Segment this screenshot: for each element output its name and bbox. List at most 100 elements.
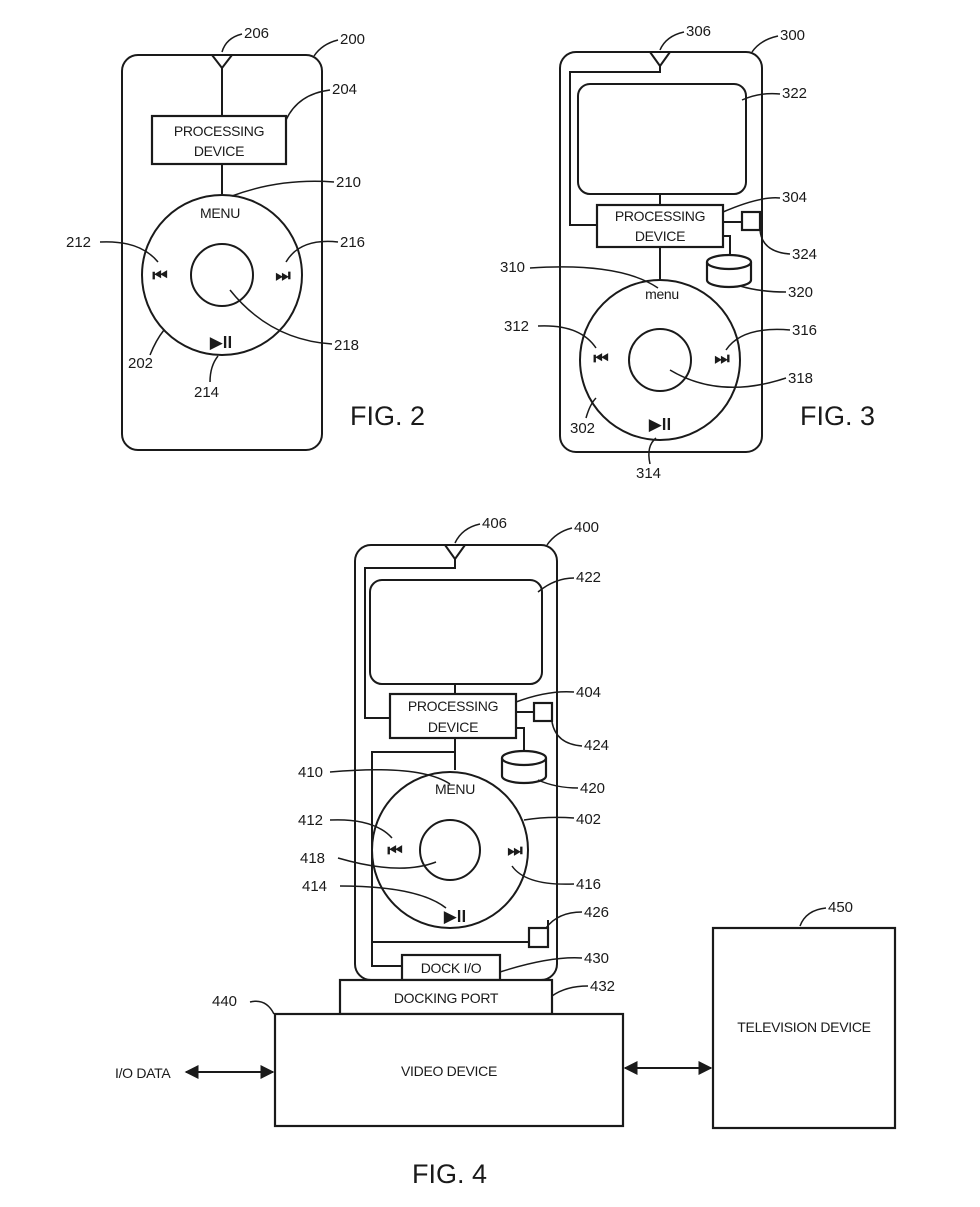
menu-button-410-label: MENU — [435, 781, 475, 797]
video-device-440-label: VIDEO DEVICE — [401, 1063, 497, 1079]
device-300-housing — [559, 51, 763, 453]
leader-304 — [722, 197, 781, 213]
leader-418 — [337, 857, 437, 869]
leader-306 — [659, 31, 685, 51]
ref-316: 316 — [792, 322, 817, 339]
dock-io-430-label: DOCK I/O — [421, 960, 482, 976]
component-324 — [740, 210, 762, 232]
ref-212: 212 — [66, 234, 91, 251]
ref-450: 450 — [828, 899, 853, 916]
leader-314 — [648, 437, 657, 465]
leader-402 — [523, 816, 575, 821]
previous-track-icon: ⏮ — [593, 349, 608, 368]
device-200-housing — [121, 54, 323, 451]
ref-324: 324 — [792, 246, 817, 263]
center-button-218 — [190, 243, 254, 307]
ref-420: 420 — [580, 780, 605, 797]
ref-422: 422 — [576, 569, 601, 586]
leader-400 — [546, 527, 573, 546]
ref-322: 322 — [782, 85, 807, 102]
leader-426 — [545, 911, 583, 929]
ref-304: 304 — [782, 189, 807, 206]
ref-206: 206 — [244, 25, 269, 42]
processing-device-304-line2: DEVICE — [635, 228, 685, 244]
ref-406: 406 — [482, 515, 507, 532]
ref-412: 412 — [298, 812, 323, 829]
television-device-450-label: TELEVISION DEVICE — [737, 1019, 870, 1035]
figure-4: PROCESSING DEVICE MENU ⏮ ⏭ ▶ll DOCK I/O … — [115, 515, 897, 1189]
leader-432 — [551, 985, 589, 997]
leader-310 — [529, 266, 659, 289]
antenna-306-symbol — [649, 51, 671, 68]
dock-io-430 — [400, 953, 502, 982]
display-322 — [577, 83, 747, 195]
next-track-icon: ⏭ — [275, 266, 291, 285]
leader-440 — [249, 1000, 275, 1015]
leader-450 — [799, 907, 827, 927]
leader-318 — [669, 369, 787, 389]
click-wheel-402 — [371, 771, 529, 929]
ref-214: 214 — [194, 384, 219, 401]
processing-device-304 — [595, 203, 725, 249]
next-track-icon: ⏭ — [714, 349, 730, 368]
processing-device-204-line2: DEVICE — [194, 143, 244, 159]
ref-414: 414 — [302, 878, 327, 895]
ref-430: 430 — [584, 950, 609, 967]
ref-216: 216 — [340, 234, 365, 251]
ref-432: 432 — [590, 978, 615, 995]
leader-422 — [537, 577, 575, 593]
play-pause-icon: ▶ll — [210, 333, 233, 352]
leader-322 — [741, 92, 781, 101]
ref-312: 312 — [504, 318, 529, 335]
bus-line-4 — [364, 559, 456, 719]
figure-4-caption: FIG. 4 — [412, 1159, 487, 1189]
leader-320 — [739, 285, 787, 293]
ref-320: 320 — [788, 284, 813, 301]
leader-218 — [229, 289, 333, 345]
leader-210 — [231, 180, 335, 197]
video-device-440 — [273, 1012, 625, 1128]
leader-430 — [499, 957, 583, 973]
leader-200 — [313, 39, 339, 57]
ref-426: 426 — [584, 904, 609, 921]
leader-416 — [511, 865, 575, 885]
leader-324 — [759, 229, 791, 255]
ref-306: 306 — [686, 23, 711, 40]
processing-device-304-line1: PROCESSING — [615, 208, 705, 224]
ref-200: 200 — [340, 31, 365, 48]
ref-424: 424 — [584, 737, 609, 754]
click-wheel-302 — [579, 279, 741, 441]
leader-202 — [149, 329, 165, 356]
ref-218: 218 — [334, 337, 359, 354]
ref-314: 314 — [636, 465, 661, 482]
antenna-206-symbol — [211, 54, 233, 70]
center-button-418 — [419, 819, 481, 881]
ref-204: 204 — [332, 81, 357, 98]
leader-312 — [537, 325, 597, 349]
previous-track-icon: ⏮ — [387, 841, 402, 860]
leader-204 — [285, 89, 331, 121]
play-pause-icon: ▶ll — [649, 415, 672, 434]
figure-3-caption: FIG. 3 — [800, 401, 875, 431]
io-data-label: I/O DATA — [115, 1065, 171, 1081]
processing-device-404-line1: PROCESSING — [408, 698, 498, 714]
leader-412 — [329, 819, 393, 839]
center-button-318 — [628, 328, 692, 392]
figure-3: PROCESSING DEVICE menu ⏮ ⏭ ▶ll 306 300 3… — [500, 23, 875, 482]
ref-402: 402 — [576, 811, 601, 828]
ref-310: 310 — [500, 259, 525, 276]
ref-416: 416 — [576, 876, 601, 893]
leader-212 — [99, 241, 159, 263]
next-track-icon: ⏭ — [507, 841, 523, 860]
display-422 — [369, 579, 543, 685]
storage-320-cylinder — [705, 253, 753, 289]
processing-device-204 — [150, 114, 288, 166]
bus-line-3 — [569, 66, 661, 226]
ref-202: 202 — [128, 355, 153, 372]
processing-device-404-line2: DEVICE — [428, 719, 478, 735]
ref-210: 210 — [336, 174, 361, 191]
click-wheel-202 — [141, 194, 303, 356]
docking-port-432-label: DOCKING PORT — [394, 990, 499, 1006]
leader-404 — [515, 690, 575, 703]
leader-216 — [285, 240, 339, 263]
